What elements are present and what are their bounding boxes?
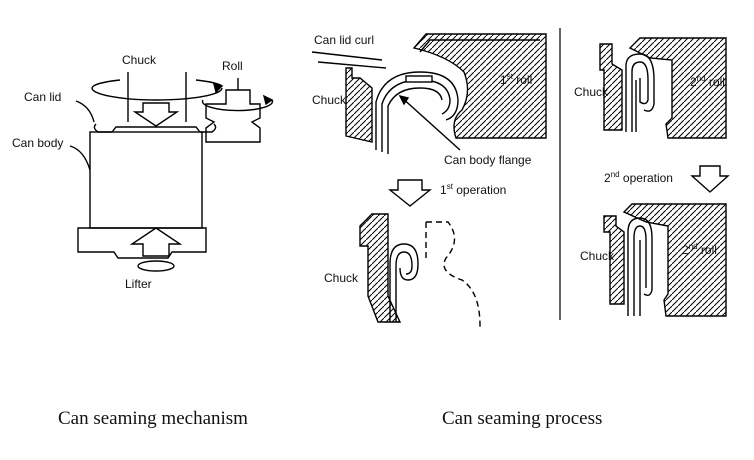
first-operation-label: 1st operation: [440, 182, 506, 197]
second-roll-label-top: 2nd roll: [690, 74, 725, 89]
second-chuck-bottom: [603, 215, 625, 305]
can-lid-curl-label: Can lid curl: [314, 33, 374, 47]
chuck-label: Chuck: [122, 53, 157, 67]
second-roll-figure: [599, 37, 727, 139]
can-body-label: Can body: [12, 136, 63, 150]
chuck-label-result1: Chuck: [324, 271, 359, 285]
first-roll: [412, 33, 547, 139]
second-chuck-top: [599, 43, 623, 131]
can-lid: [93, 123, 217, 133]
first-chuck: [345, 67, 373, 143]
lifter-platform: [77, 227, 207, 259]
second-roll-top: [628, 37, 727, 139]
can-lid-curl: [375, 71, 459, 150]
chuck-down-arrow: [132, 102, 180, 127]
can-body: [89, 131, 203, 229]
lifter-label: Lifter: [125, 277, 152, 291]
roll: [205, 89, 261, 143]
second-roll-label-bottom: 2nd roll: [682, 242, 717, 257]
mechanism-figure: [69, 72, 274, 272]
first-operation-arrow: [388, 179, 432, 207]
first-roll-label: 1st roll: [500, 72, 532, 87]
chuck-label-second-result: Chuck: [580, 249, 615, 263]
can-lid-label: Can lid: [24, 90, 61, 104]
roll-label: Roll: [222, 59, 243, 73]
second-roll-bottom: [622, 203, 727, 317]
chuck-rotation-arrow: [91, 87, 223, 101]
second-operation-result: [603, 203, 727, 317]
can-body-flange-label: Can body flange: [444, 153, 532, 167]
lifter-up-arrow: [129, 227, 183, 257]
second-operation-label: 2nd operation: [604, 170, 673, 185]
chuck-label-first: Chuck: [312, 93, 347, 107]
roll-outline-dashed: [426, 221, 481, 327]
process-caption: Can seaming process: [442, 408, 603, 429]
chuck-label-second: Chuck: [574, 85, 609, 99]
first-roll-figure: [311, 33, 547, 154]
roll-rotation-arrow: [201, 99, 274, 112]
mechanism-caption: Can seaming mechanism: [58, 408, 248, 429]
result-chuck-1: [359, 213, 402, 323]
second-operation-arrow: [690, 165, 730, 193]
first-operation-result: [359, 213, 481, 327]
